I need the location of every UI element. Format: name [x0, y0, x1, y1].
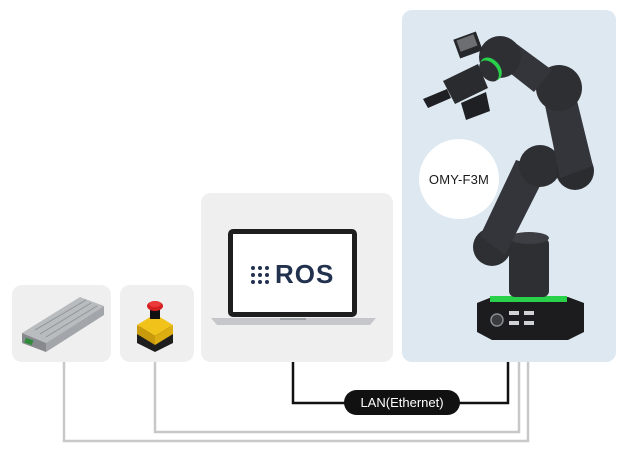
- ros-logo-text: ROS: [275, 259, 335, 289]
- ros-dots-icon: [251, 265, 269, 284]
- emergency-stop-icon: [137, 301, 173, 352]
- ros-logo: ROS: [251, 259, 334, 290]
- power-supply-icon: [22, 297, 104, 352]
- robot-arm-icon: [423, 31, 594, 340]
- robot-model-label: OMY-F3M: [419, 139, 499, 219]
- lan-connection-label: LAN(Ethernet): [344, 390, 460, 415]
- power-cables: [62, 362, 530, 443]
